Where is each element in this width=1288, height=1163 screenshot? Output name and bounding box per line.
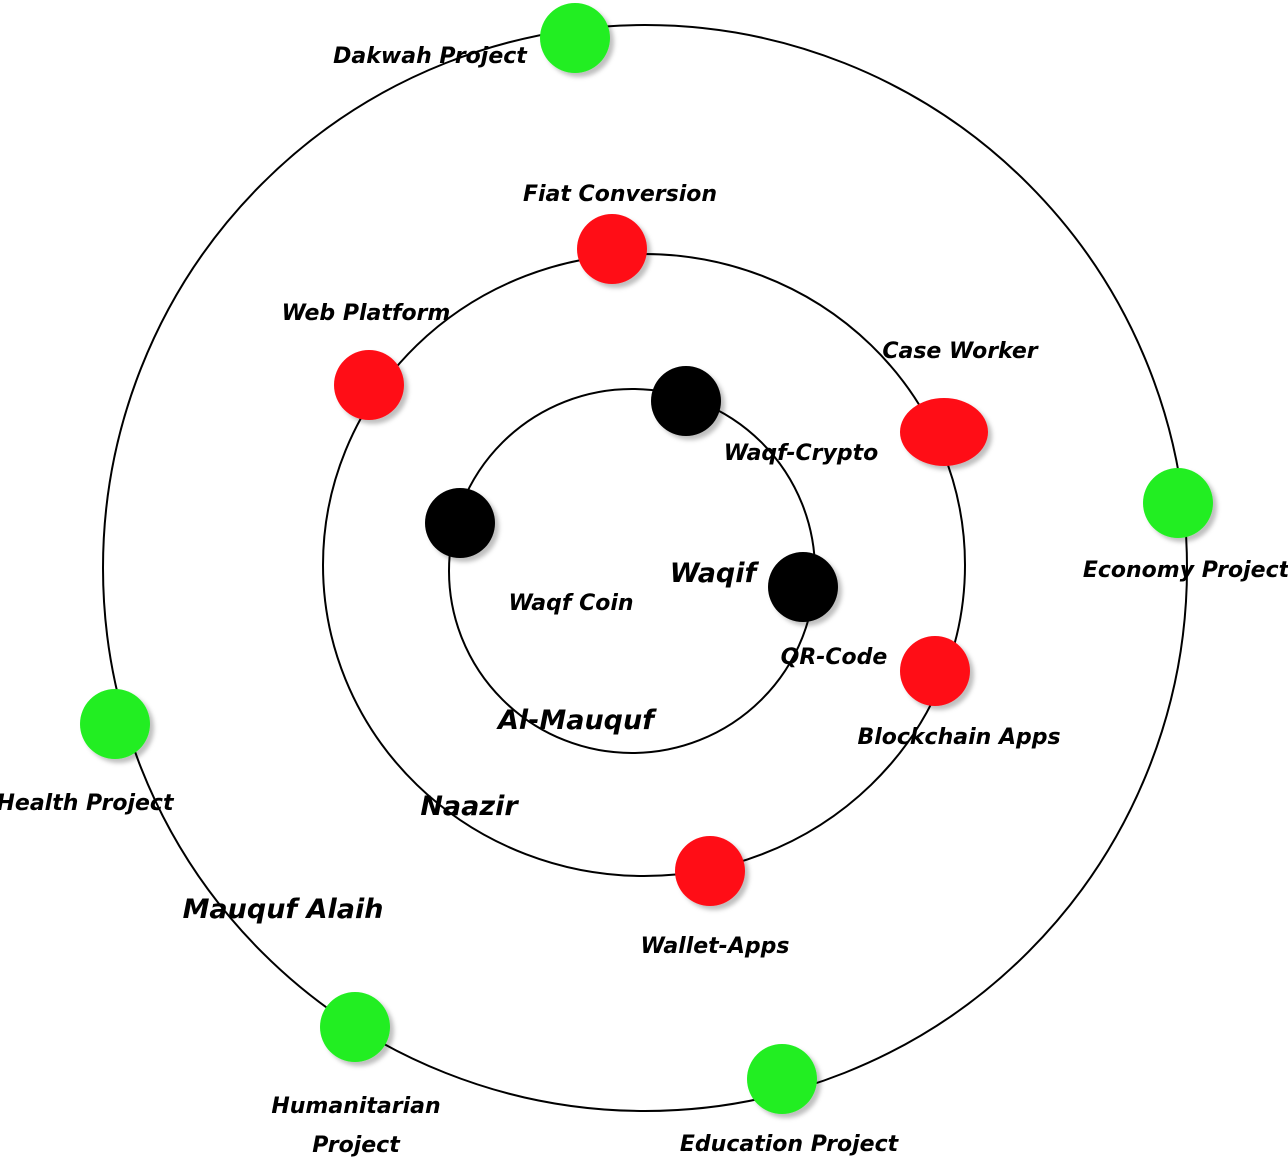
node-waqf-coin	[425, 488, 495, 558]
ring-label-al-mauquf: Al-Mauquf	[496, 705, 657, 736]
node-wallet-apps	[675, 836, 745, 906]
node-humanitarian-project	[320, 992, 390, 1062]
label-waqf-crypto: Waqf-Crypto	[724, 441, 878, 466]
node-case-worker	[900, 398, 988, 466]
node-dakwah-project	[540, 3, 610, 73]
node-health-project	[80, 689, 150, 759]
center-label-waqif: Waqif	[670, 558, 760, 589]
label-waqf-coin: Waqf Coin	[508, 591, 633, 616]
middle-ring	[322, 253, 966, 877]
label-humanitarian-line1: Humanitarian	[271, 1094, 440, 1119]
label-case-worker: Case Worker	[882, 339, 1038, 364]
label-education-project: Education Project	[680, 1132, 900, 1157]
label-blockchain-apps: Blockchain Apps	[857, 725, 1060, 750]
label-qr-code: QR-Code	[781, 645, 888, 670]
node-education-project	[747, 1044, 817, 1114]
label-dakwah-project: Dakwah Project	[333, 44, 528, 69]
node-blockchain-apps	[900, 636, 970, 706]
label-fiat-conversion: Fiat Conversion	[523, 182, 717, 207]
label-humanitarian-line2: Project	[312, 1133, 401, 1158]
node-qr-code	[768, 552, 838, 622]
label-health-project: Health Project	[0, 791, 175, 816]
ring-label-naazir: Naazir	[420, 791, 519, 822]
node-web-platform	[334, 350, 404, 420]
node-waqf-crypto	[651, 366, 721, 436]
outer-ring	[102, 24, 1188, 1112]
label-wallet-apps: Wallet-Apps	[641, 934, 790, 959]
ring-label-mauquf-alaih: Mauquf Alaih	[183, 894, 384, 925]
node-economy-project	[1143, 468, 1213, 538]
label-web-platform: Web Platform	[282, 301, 451, 326]
node-fiat-conversion	[577, 214, 647, 284]
label-economy-project: Economy Project	[1083, 558, 1288, 583]
